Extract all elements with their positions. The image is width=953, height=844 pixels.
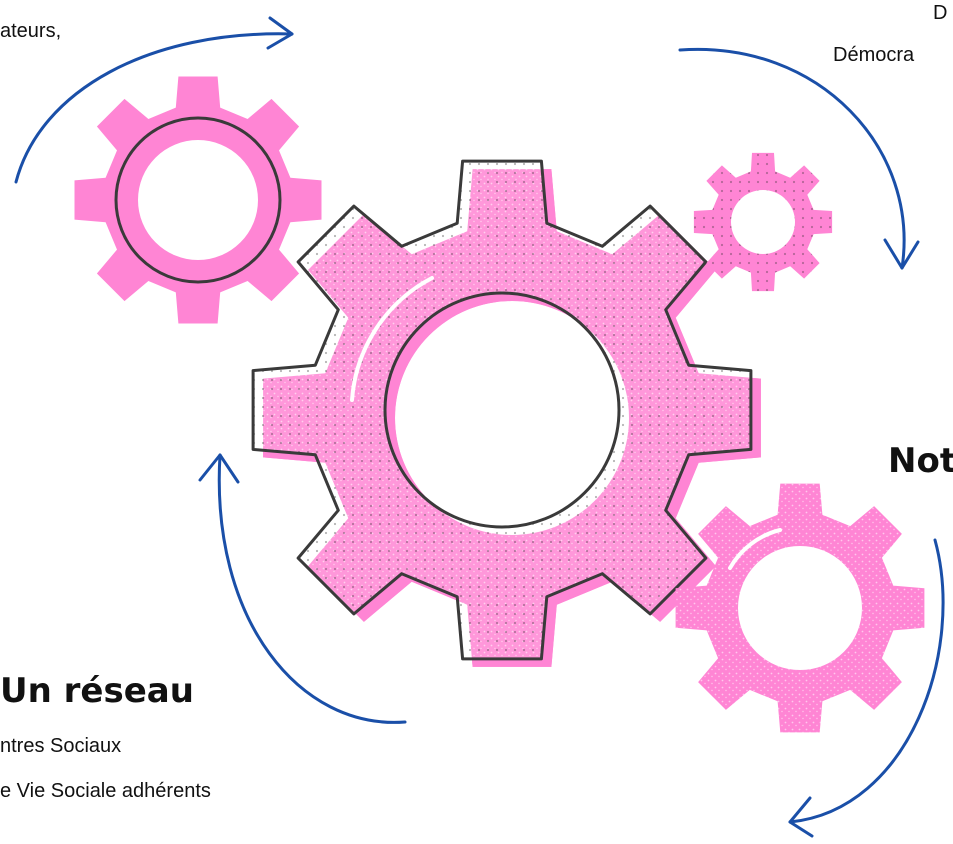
top-right-text-line-1: D: [933, 2, 948, 24]
right-heading-fragment: Not: [888, 441, 953, 481]
bottom-text-line-2: e Vie Sociale adhérents: [0, 780, 211, 802]
bottom-heading: Un réseau: [0, 671, 194, 711]
bottom-right-gear-icon: [675, 483, 925, 733]
top-left-arrow-icon: [14, 16, 294, 184]
bottom-left-arrow-icon: [198, 453, 407, 724]
top-right-text-line-2: Démocra: [833, 44, 915, 66]
top-left-text-fragment: ateurs,: [0, 20, 62, 42]
large-center-gear-icon: [251, 159, 761, 667]
top-right-arrow-icon: [678, 47, 920, 270]
bottom-right-arrow-icon: [788, 538, 945, 838]
top-left-gear-icon: [74, 76, 322, 324]
small-top-right-gear-icon: [693, 152, 833, 292]
bottom-text-line-1: ntres Sociaux: [0, 735, 122, 757]
